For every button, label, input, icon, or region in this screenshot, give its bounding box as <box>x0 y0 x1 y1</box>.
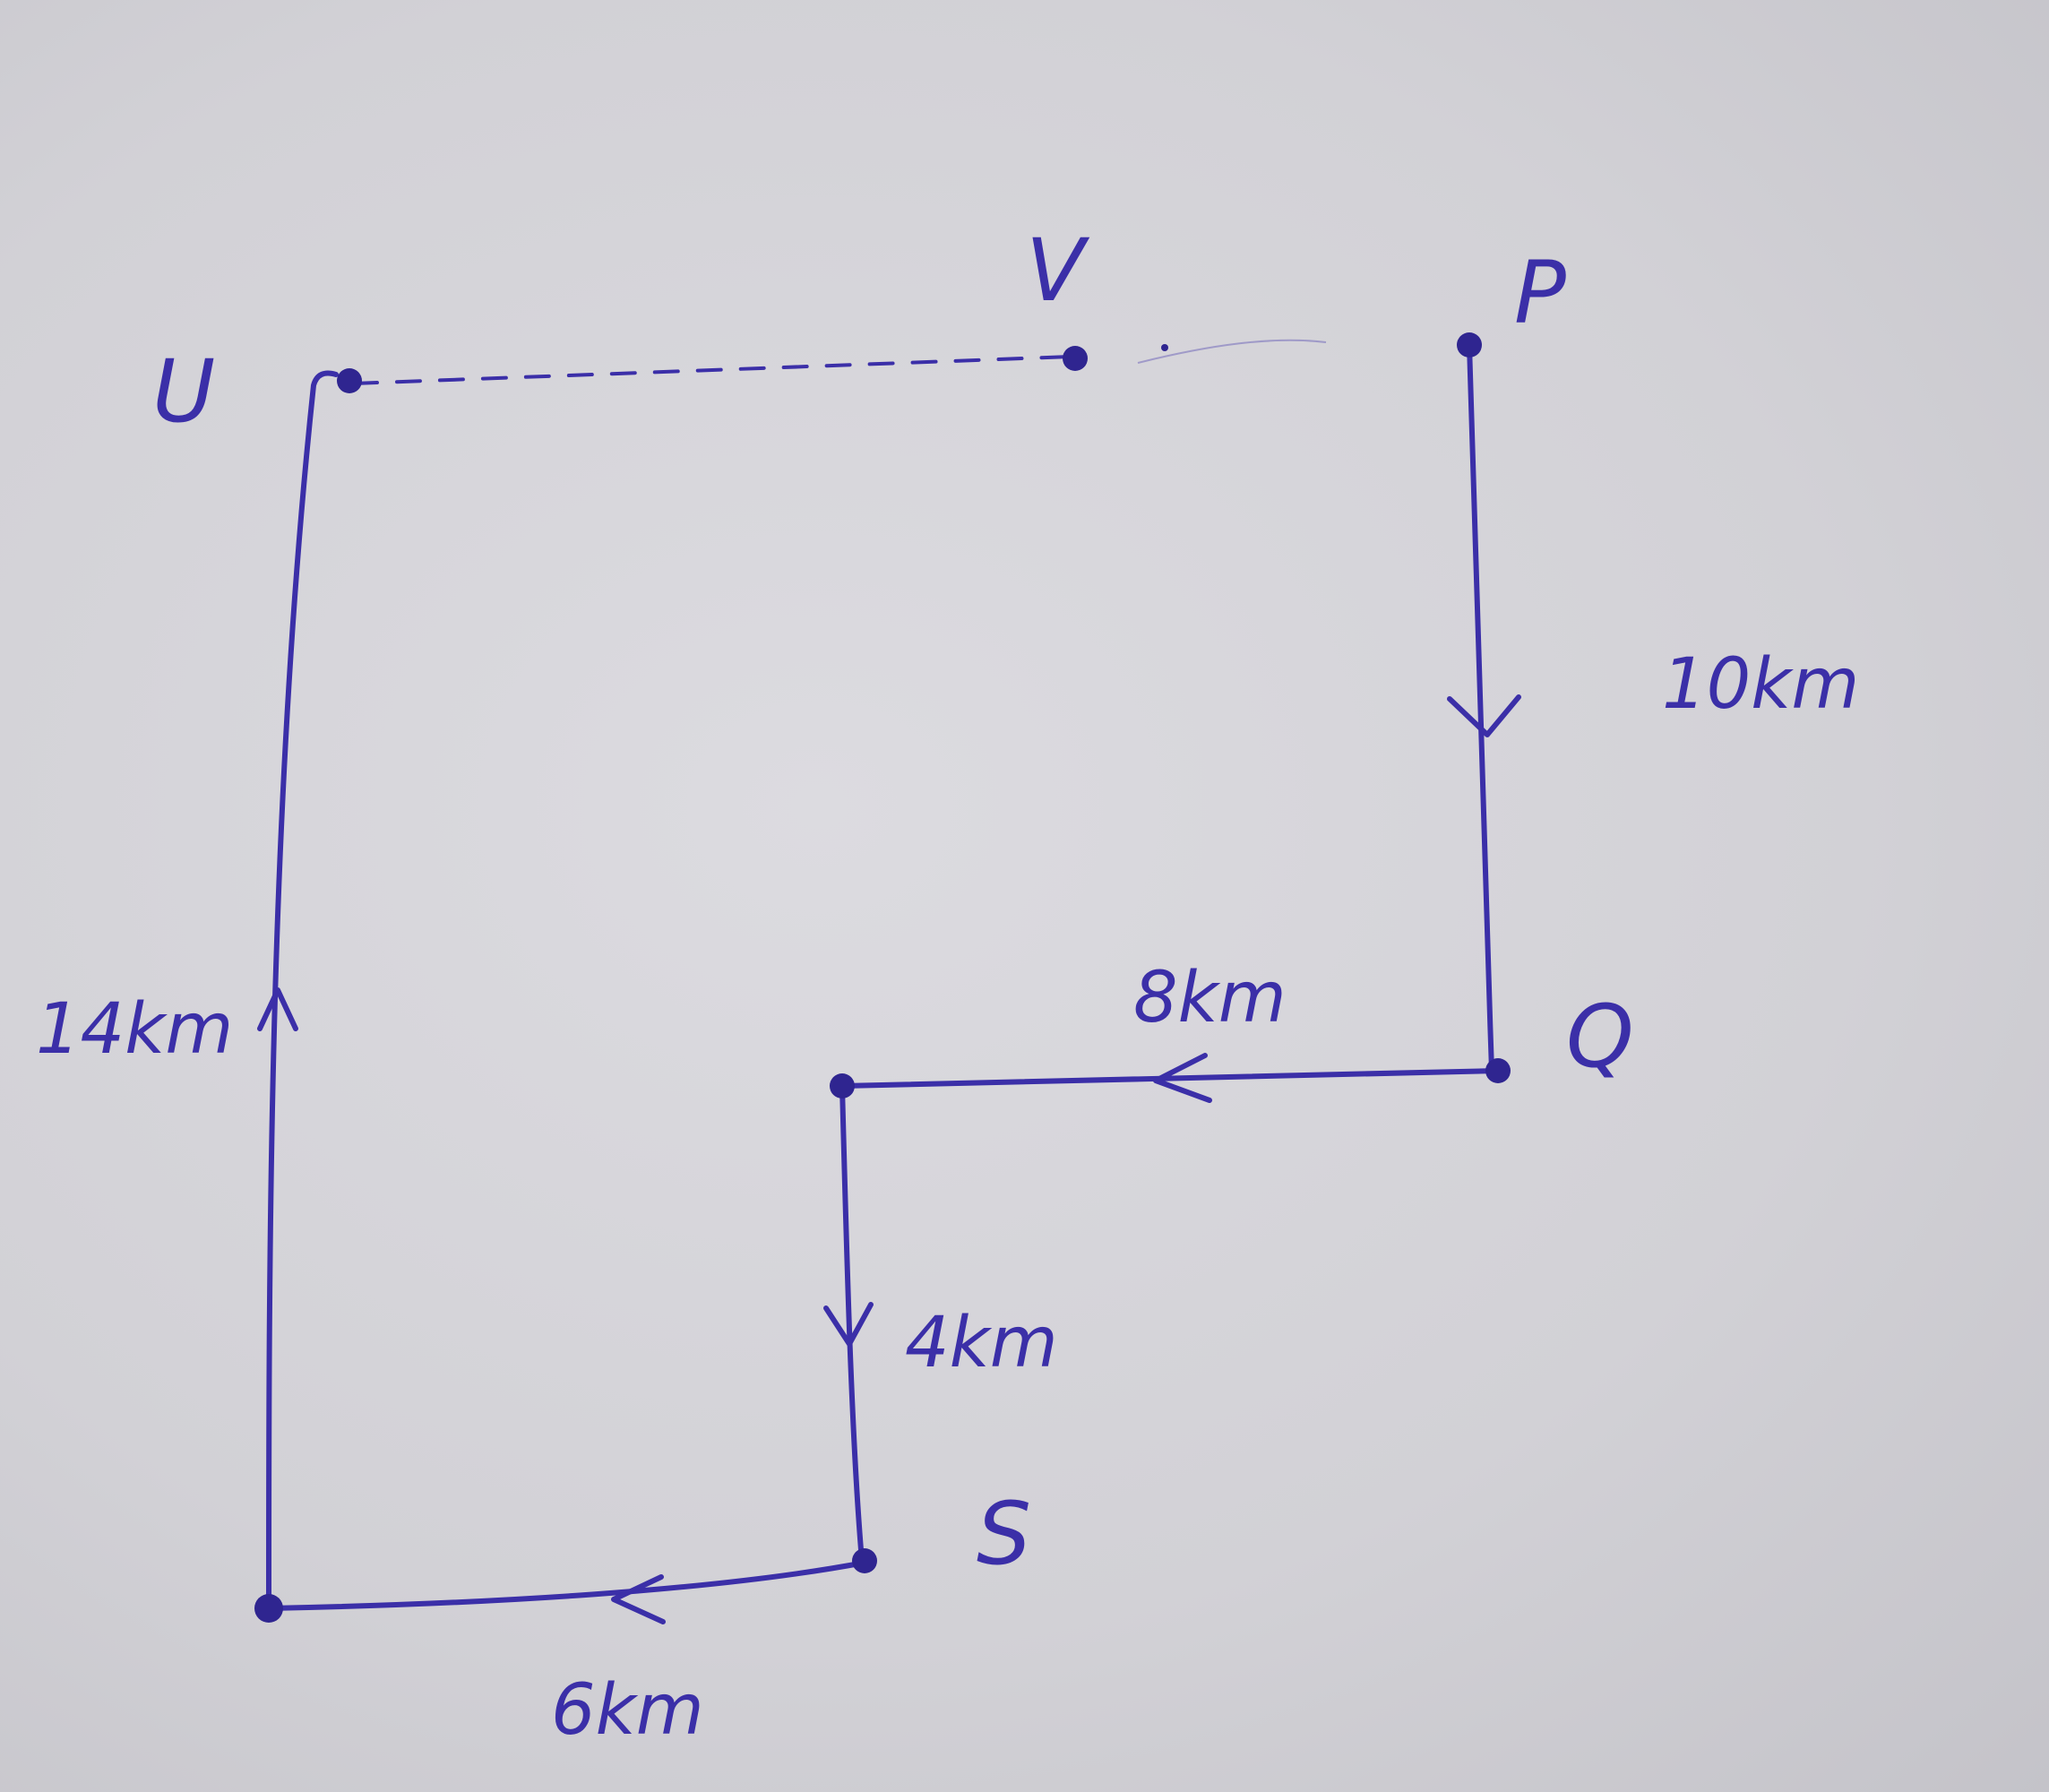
arrow-left-6km <box>611 1574 666 1624</box>
point-s <box>852 1548 877 1573</box>
label-q: Q <box>1566 986 1634 1087</box>
label-u: U <box>152 341 215 442</box>
segment-s-bottomleft <box>266 1560 867 1611</box>
segment-p-q <box>1467 342 1494 1073</box>
arrow-down-4km <box>823 1302 874 1347</box>
arrow-left-8km <box>1153 1053 1212 1103</box>
label-s: S <box>977 1484 1031 1584</box>
label-8km: 8km <box>1133 958 1287 1038</box>
point-p <box>1457 332 1482 358</box>
label-6km: 6km <box>551 1670 704 1751</box>
faint-line-v-p <box>1137 339 1327 364</box>
segment-q-corner <box>839 1068 1501 1089</box>
dashed-line-u-v <box>352 355 1072 385</box>
label-10km: 10km <box>1662 644 1859 725</box>
label-4km: 4km <box>905 1303 1058 1383</box>
point-v <box>1063 346 1088 371</box>
arrow-down-pq <box>1447 694 1521 737</box>
point-u <box>337 368 362 393</box>
segment-up-to-u <box>266 370 339 1611</box>
point-bottom-left <box>254 1594 283 1623</box>
point-corner <box>830 1073 855 1098</box>
label-v: V <box>1026 220 1090 321</box>
arrow-up-14km <box>257 987 298 1031</box>
point-q <box>1485 1058 1511 1083</box>
label-14km: 14km <box>36 989 233 1070</box>
label-p: P <box>1514 243 1566 343</box>
stray-dot <box>1161 344 1168 351</box>
